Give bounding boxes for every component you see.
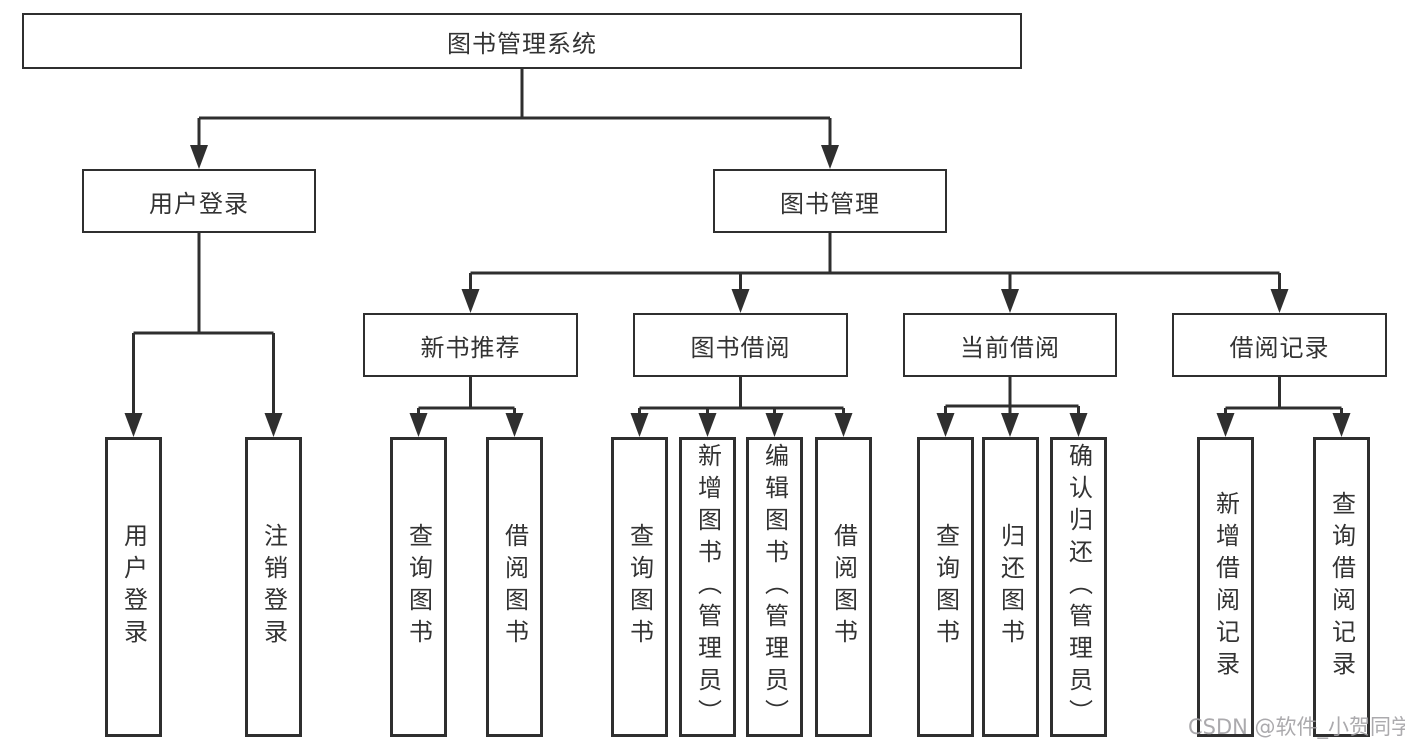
node-new-book-recommend: 新书推荐 <box>363 313 578 377</box>
node-borrow-record: 借阅记录 <box>1172 313 1387 377</box>
leaf-logout-label: 注销登录 <box>259 523 288 651</box>
node-book-management: 图书管理 <box>713 169 947 233</box>
leaf-record-query: 查询借阅记录 <box>1313 437 1370 737</box>
edge-new-book-recommend-to-leaves <box>409 377 524 437</box>
leaf-borrow-add-book: 新增图书（管理员） <box>679 437 736 737</box>
leaf-current-return-book-label: 归还图书 <box>996 523 1025 651</box>
leaf-record-add-label: 新增借阅记录 <box>1211 491 1240 683</box>
leaf-current-query-book: 查询图书 <box>917 437 974 737</box>
leaf-current-confirm-return: 确认归还（管理员） <box>1050 437 1107 737</box>
edge-book-management-to-level3 <box>461 233 1289 313</box>
node-root: 图书管理系统 <box>22 13 1022 69</box>
edge-borrow-record-to-leaves <box>1216 377 1351 437</box>
leaf-recommend-borrow-book: 借阅图书 <box>486 437 543 737</box>
leaf-record-add: 新增借阅记录 <box>1197 437 1254 737</box>
leaf-borrow-query-book-label: 查询图书 <box>625 523 654 651</box>
leaf-record-query-label: 查询借阅记录 <box>1327 491 1356 683</box>
leaf-current-query-book-label: 查询图书 <box>931 523 960 651</box>
leaf-current-return-book: 归还图书 <box>982 437 1039 737</box>
node-user-login: 用户登录 <box>82 169 316 233</box>
leaf-logout: 注销登录 <box>245 437 302 737</box>
leaf-borrow-add-book-label: 新增图书（管理员） <box>693 443 722 731</box>
leaf-borrow-edit-book-label: 编辑图书（管理员） <box>760 443 789 731</box>
leaf-borrow-borrow-book: 借阅图书 <box>815 437 872 737</box>
leaf-recommend-borrow-book-label: 借阅图书 <box>500 523 529 651</box>
node-book-borrow: 图书借阅 <box>633 313 848 377</box>
leaf-recommend-query-book-label: 查询图书 <box>404 523 433 651</box>
edge-user-login-to-leaves <box>124 233 283 437</box>
leaf-borrow-edit-book: 编辑图书（管理员） <box>746 437 803 737</box>
leaf-current-confirm-return-label: 确认归还（管理员） <box>1064 443 1093 731</box>
csdn-watermark: CSDN @软件_小贺同学 <box>1188 715 1405 739</box>
edge-book-borrow-to-leaves <box>630 377 853 437</box>
leaf-user-login-label: 用户登录 <box>119 523 148 651</box>
edge-current-borrow-to-leaves <box>936 377 1088 437</box>
leaf-recommend-query-book: 查询图书 <box>390 437 447 737</box>
leaf-user-login: 用户登录 <box>105 437 162 737</box>
leaf-borrow-query-book: 查询图书 <box>611 437 668 737</box>
edge-root-to-level2 <box>190 69 839 169</box>
node-current-borrow: 当前借阅 <box>903 313 1117 377</box>
leaf-borrow-borrow-book-label: 借阅图书 <box>829 523 858 651</box>
